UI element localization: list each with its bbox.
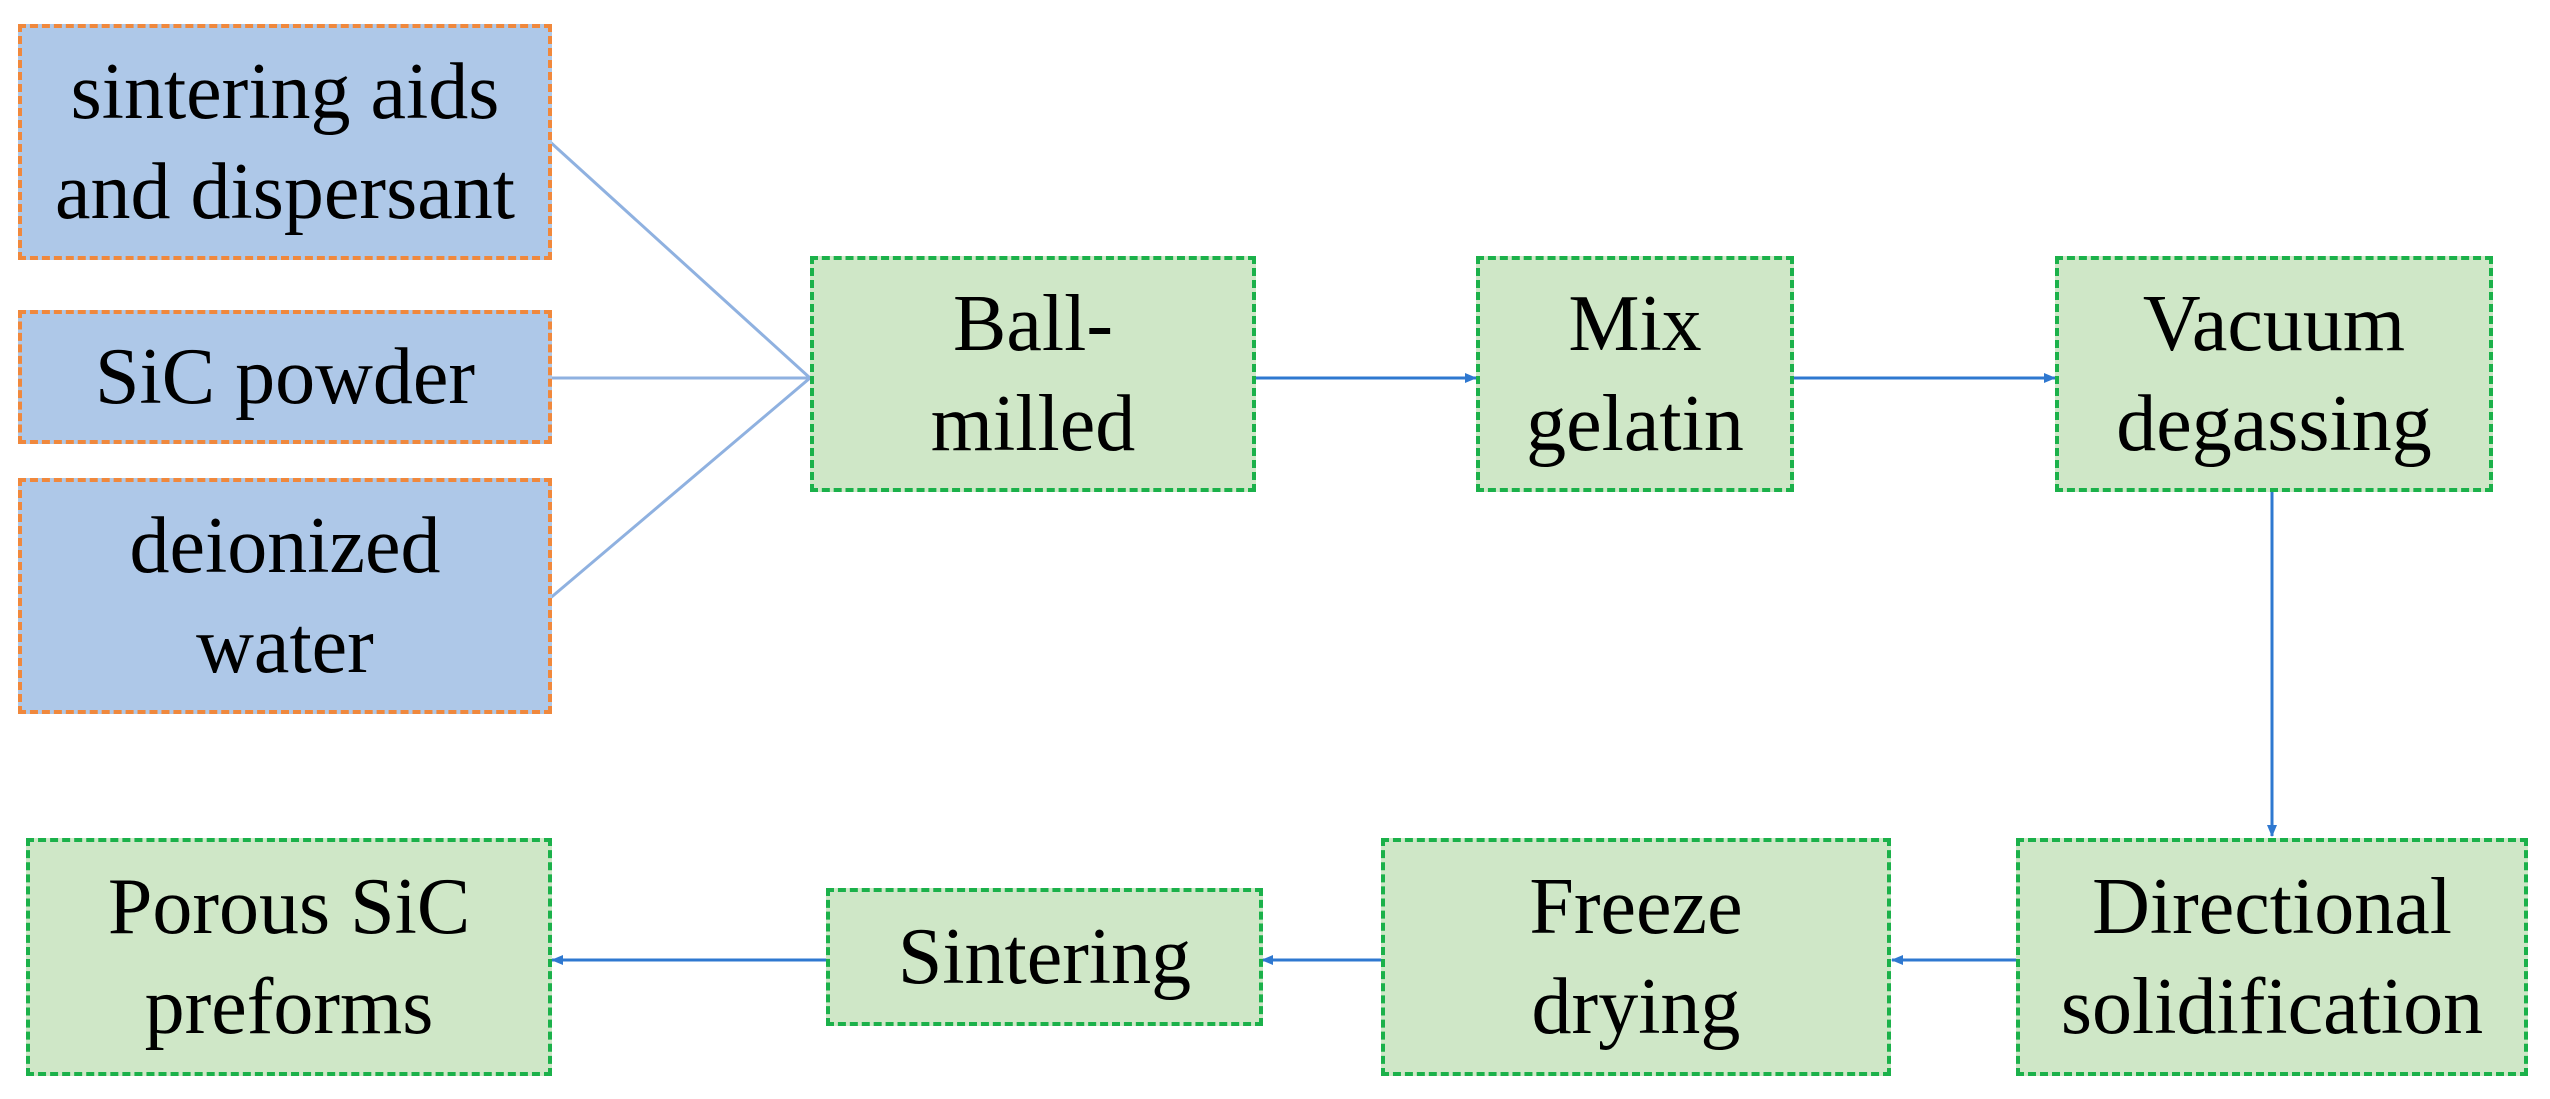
mix-gelatin-line1: Mix [1568, 280, 1702, 368]
mix-gelatin-line2: gelatin [1526, 380, 1744, 468]
input-box-sintering-aids: sintering aids and dispersant [18, 24, 552, 260]
porous-sic-preforms-line2: preforms [144, 963, 434, 1051]
sintering-label: Sintering [897, 913, 1192, 1001]
step-box-directional-solidification: Directional solidification [2016, 838, 2528, 1076]
step-box-sintering: Sintering [826, 888, 1263, 1026]
vacuum-degassing-line2: degassing [2116, 380, 2432, 468]
directional-solidification-line2: solidification [2060, 963, 2484, 1051]
step-box-ball-milled: Ball- milled [810, 256, 1256, 492]
line-sintering-aids-to-ball-milled [546, 138, 812, 380]
sintering-aids-line2: and dispersant [55, 148, 515, 236]
sintering-aids-line1: sintering aids [70, 48, 500, 136]
freeze-drying-line2: drying [1531, 963, 1741, 1051]
step-box-freeze-drying: Freeze drying [1381, 838, 1891, 1076]
line-deionized-water-to-ball-milled [547, 376, 811, 602]
freeze-drying-line1: Freeze [1529, 863, 1743, 951]
sic-powder-label: SiC powder [95, 333, 475, 421]
input-box-sic-powder: SiC powder [18, 310, 552, 444]
step-box-vacuum-degassing: Vacuum degassing [2055, 256, 2493, 492]
deionized-water-line2: water [196, 602, 374, 690]
directional-solidification-line1: Directional [2092, 863, 2452, 951]
ball-milled-line1: Ball- [953, 280, 1113, 368]
porous-sic-preforms-line1: Porous SiC [107, 863, 471, 951]
step-box-porous-sic-preforms: Porous SiC preforms [26, 838, 552, 1076]
ball-milled-line2: milled [930, 380, 1136, 468]
deionized-water-line1: deionized [129, 502, 441, 590]
vacuum-degassing-line1: Vacuum [2142, 280, 2406, 368]
input-box-deionized-water: deionized water [18, 478, 552, 714]
step-box-mix-gelatin: Mix gelatin [1476, 256, 1794, 492]
